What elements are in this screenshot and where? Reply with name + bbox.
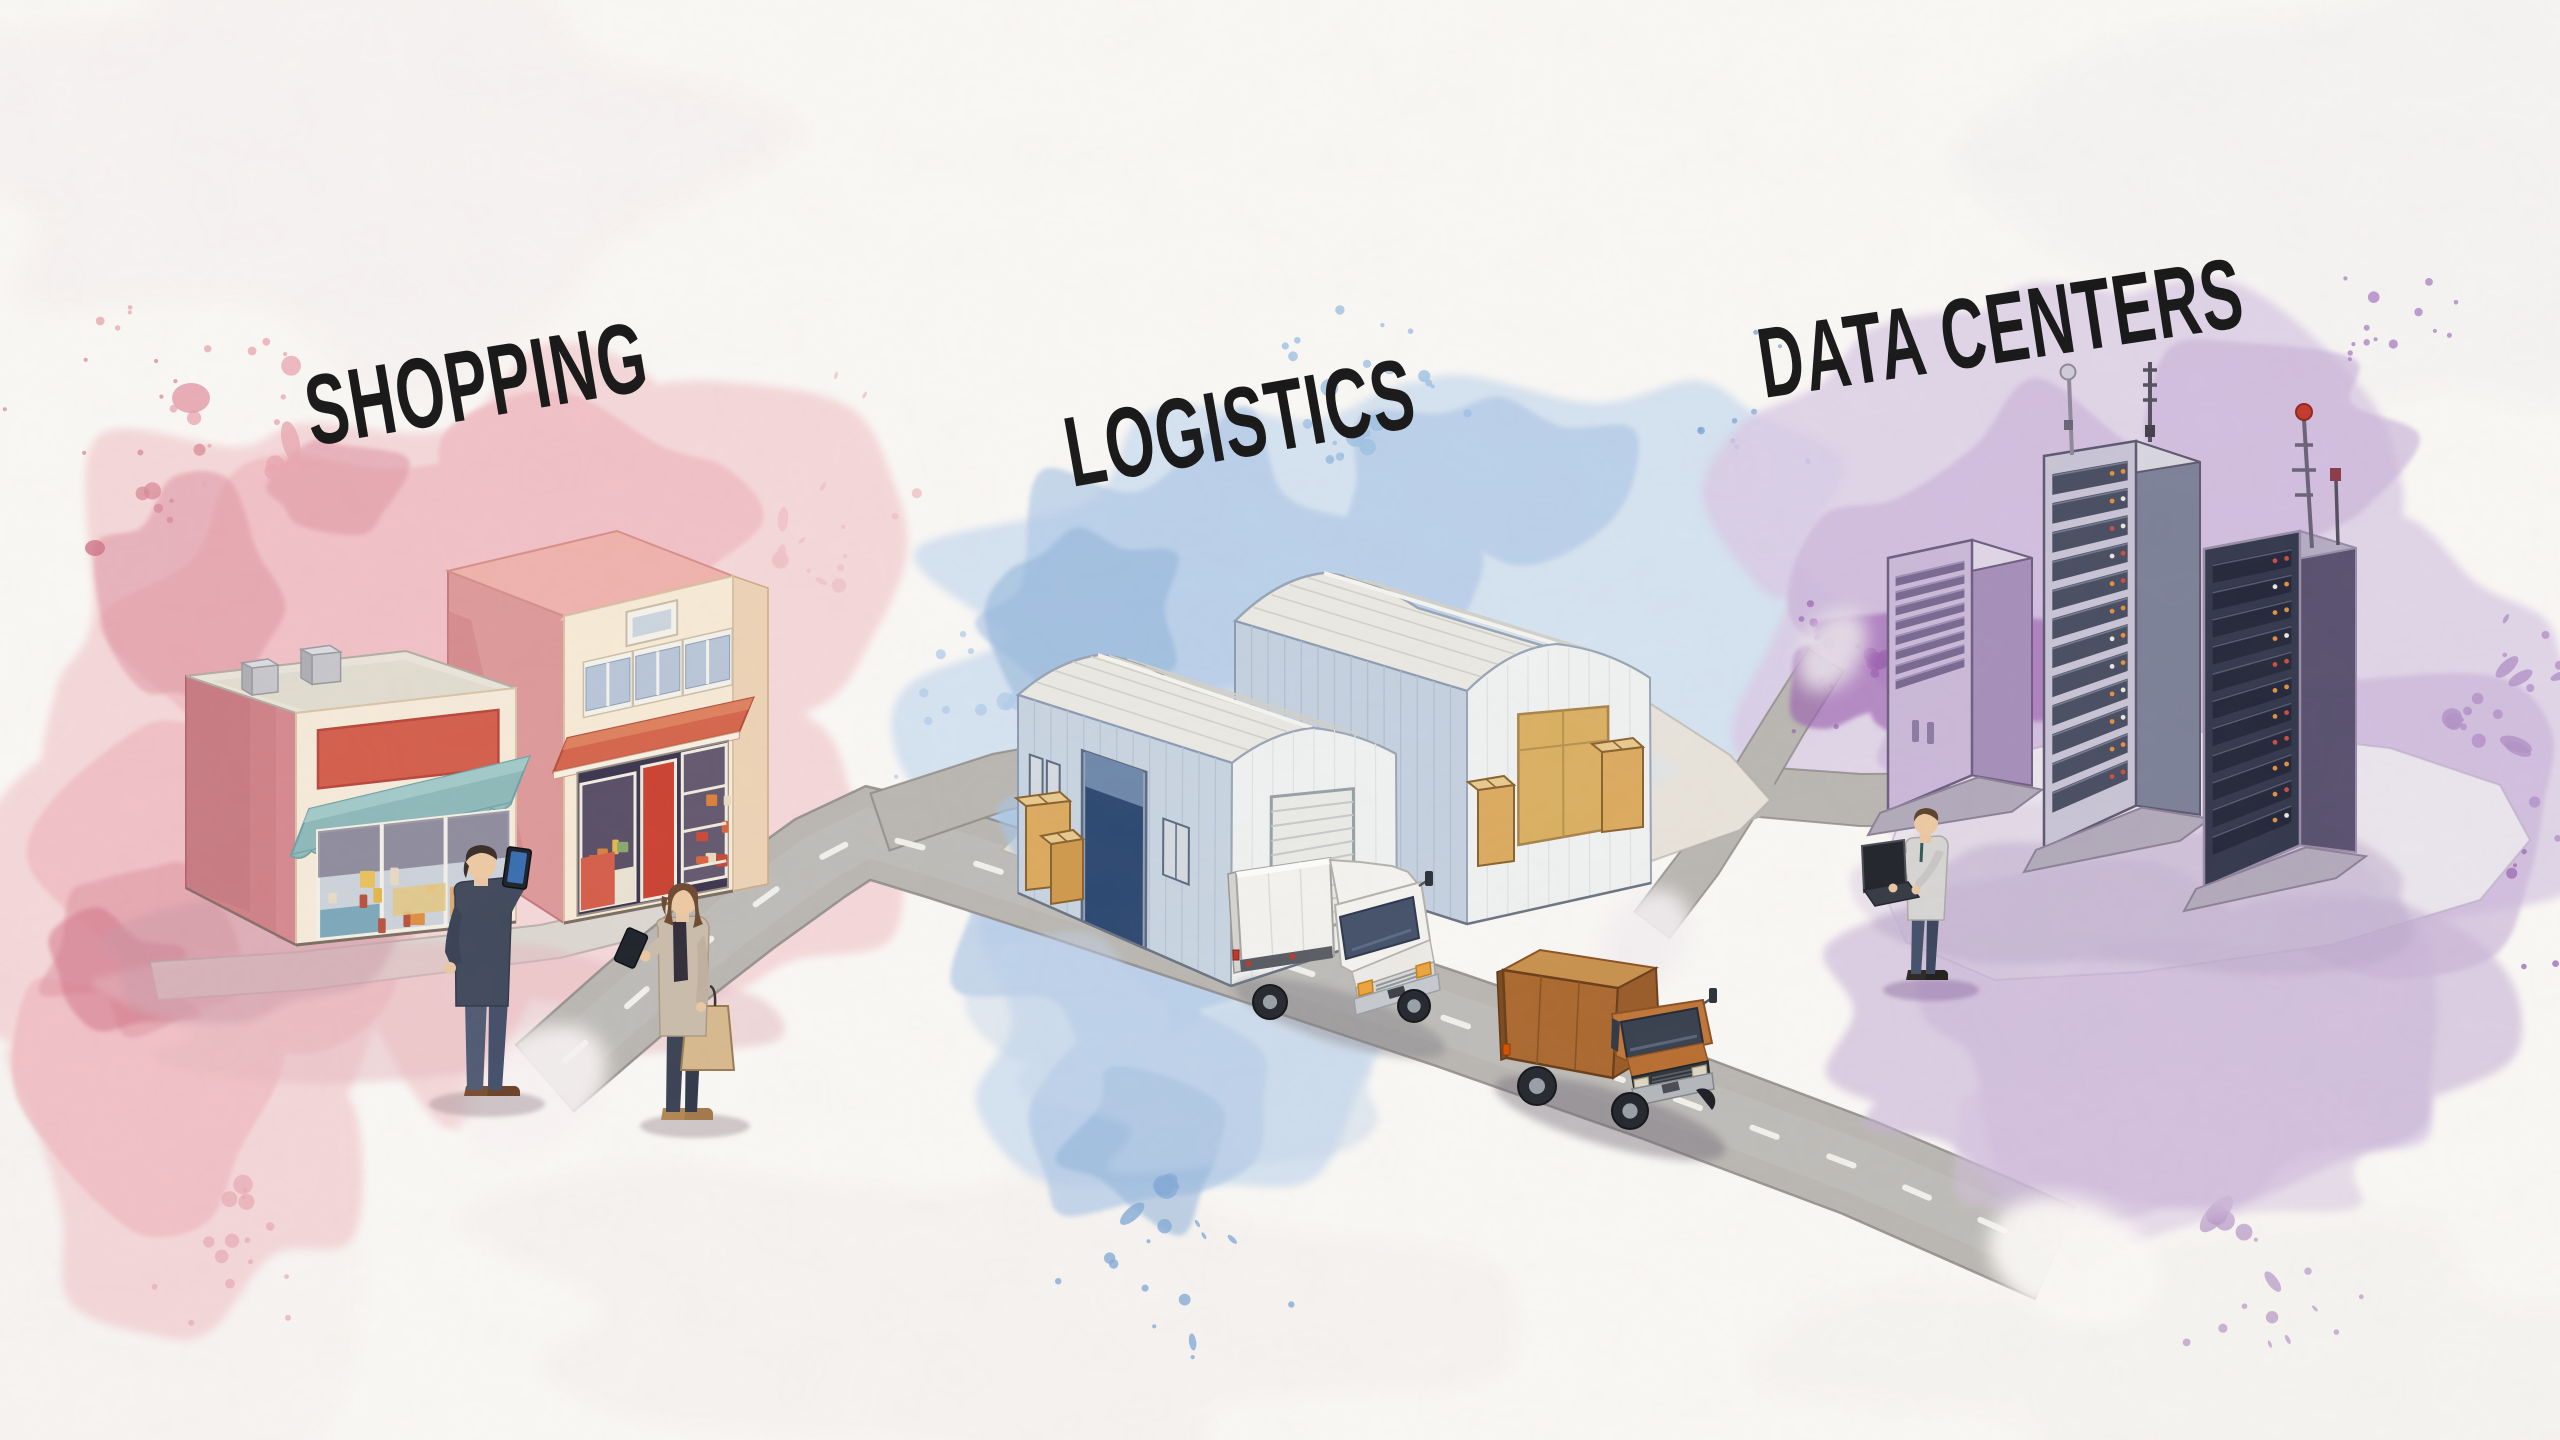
paper-texture <box>0 0 2560 1440</box>
illustration-canvas: SHOPPING LOGISTICS DATA CENTERS <box>0 0 2560 1440</box>
